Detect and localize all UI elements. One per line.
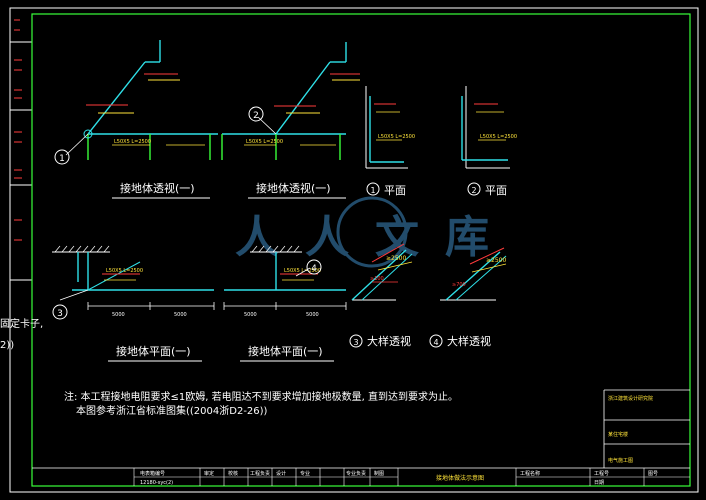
right-cell-3: 电气施工图 [608,457,633,464]
angle-label-p2: L50X5 L=2500 [480,134,517,140]
dim-1: 5000 [112,312,125,318]
ground-plan-1: L50X5 L=2500 [52,245,215,310]
tb-cell-9: 制图 [374,470,384,477]
tb-cell-2: 12180-syc(2) [140,480,173,486]
angle-label-2: L50X5 L=2500 [246,139,283,145]
perspective-view-2: L50X5 L=2500 [221,42,360,160]
callout-4-number: 4 [311,264,317,274]
tb-cell-5: 工程负责 [250,470,270,477]
perspective-view-1: L50X5 L=2500 [65,40,218,160]
plan-1-title: 平面 [384,184,406,197]
callout-d4-number: 4 [433,338,438,347]
callout-circle-3 [52,304,68,320]
tb-cell-6: 设计 [276,470,286,477]
tb-project-label: 工程名称 [520,470,540,477]
dim-2: 5000 [174,312,187,318]
callout-circle-p2 [467,182,481,196]
plan-view-2-title: 接地体平面(一) [248,344,323,358]
detail-4-title: 大样透视 [447,334,491,348]
detail-h1: ≥100 [370,276,384,282]
detail-perspective-3: ≥100 ≥2500 [351,243,413,301]
view-1-title: 接地体透视(一) [120,181,195,195]
title-block [32,467,690,486]
drawing-name: 接地体做法示意图 [436,474,484,482]
callout-1-number: 1 [59,154,65,164]
detail-h2: ≥700 [452,282,466,288]
tb-cell-7: 专业 [300,470,310,477]
tb-sheet-label: 图号 [648,471,658,477]
watermark-circle-icon [336,196,408,268]
plan-detail-1: L50X5 L=2500 [365,86,415,169]
tb-date-label: 日期 [594,480,604,486]
right-cell-1: 浙江建筑设计研究院 [608,395,653,402]
callout-circle-2 [248,106,264,122]
dim-4: 5000 [306,312,319,318]
angle-label-p1: L50X5 L=2500 [378,134,415,140]
callout-circle-4 [306,259,322,275]
callout-d3-number: 3 [353,338,358,347]
angle-label-1: L50X5 L=2500 [114,139,151,145]
plan-detail-2: L50X5 L=2500 [461,86,517,169]
tb-project-no-label: 工程号 [594,470,609,477]
side-text-1: 固定卡子, [0,317,43,330]
detail-perspective-4: ≥2500 ≥700 [440,247,506,301]
left-strip-marks [14,19,22,241]
dim-3: 5000 [244,312,257,318]
callout-3-number: 3 [57,309,63,319]
watermark: 人人文库 [235,196,515,268]
plan-2-title: 平面 [485,184,507,197]
detail-3-title: 大样透视 [367,334,411,348]
plan-view-1-title: 接地体平面(一) [116,344,191,358]
outer-frame [9,7,699,493]
angle-label-g2: L50X5 L=2500 [284,268,321,274]
angle-label-g1: L50X5 L=2500 [106,268,143,274]
detail-slope-2: ≥2500 [486,257,506,264]
note-line-1: 注: 本工程接地电阻要求≤1欧姆, 若电阻达不到要求增加接地极数量, 直到达到要… [64,390,458,403]
callout-circle-d3 [349,334,363,348]
callout-circle-p1 [366,182,380,196]
watermark-text: 人人文库 [235,212,515,263]
side-text-2: 2)) [0,340,14,351]
callout-circle-d4 [429,334,443,348]
callout-2-number: 2 [253,111,259,121]
tb-cell-1: 电表箱编号 [140,470,165,477]
note-line-2: 本图参考浙江省标准图集((2004浙D2-26)) [76,404,268,417]
callout-p2-number: 2 [471,186,476,195]
inner-frame [31,13,691,487]
view-2-title: 接地体透视(一) [256,181,331,195]
ground-plan-2: L50X5 L=2500 [223,245,347,310]
tb-cell-8: 专业负责 [346,470,366,477]
callout-circle-1 [54,149,70,165]
detail-slope-1: ≥2500 [386,255,406,262]
tb-cell-3: 审定 [204,470,214,477]
right-title-column [603,389,690,468]
right-cell-2: 某住宅楼 [608,431,628,438]
callout-p1-number: 1 [370,186,375,195]
tb-cell-4: 校核 [228,470,238,477]
